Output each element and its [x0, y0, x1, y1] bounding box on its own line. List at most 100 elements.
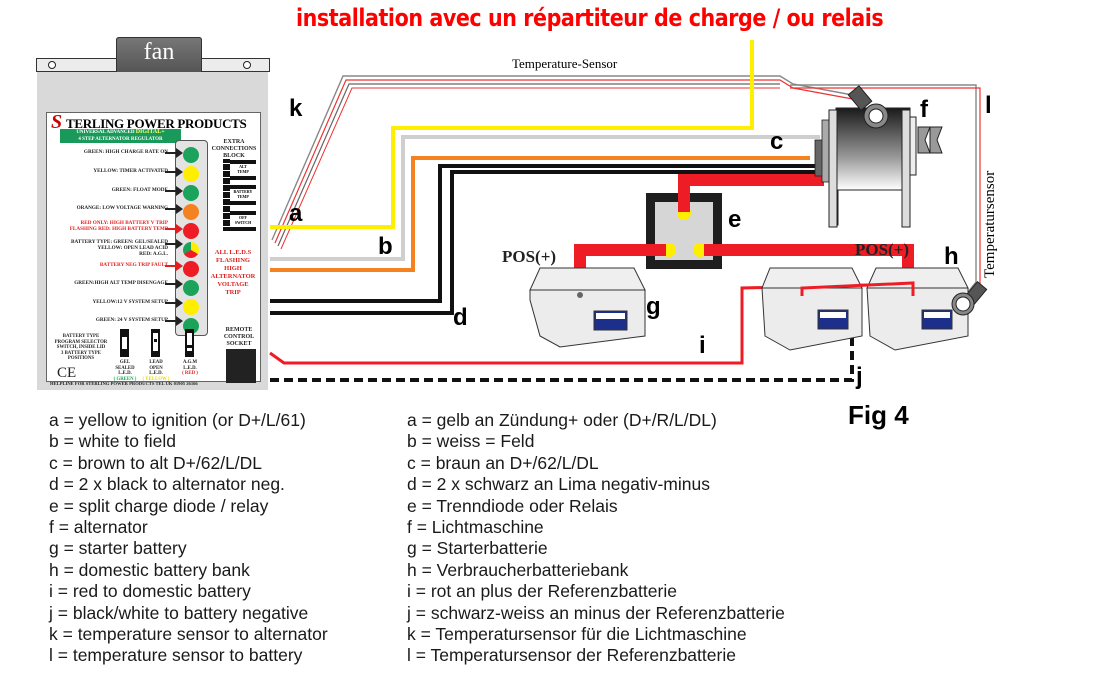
- legend-item: f = Lichtmaschine: [407, 517, 544, 538]
- label-j: j: [856, 363, 863, 390]
- led-label: GREEN: 24 V SYSTEM SETUP: [95, 317, 168, 323]
- wire-a-yellow: [270, 40, 754, 229]
- legend-item: i = red to domestic battery: [49, 581, 251, 602]
- arrow-icon: [165, 298, 183, 308]
- label-k: k: [289, 95, 303, 122]
- terminal-bar: [230, 211, 256, 215]
- arrow-icon: [165, 148, 183, 158]
- pos-label-starter: POS(+): [502, 247, 557, 266]
- figure-label: Fig 4: [848, 400, 909, 430]
- label-i: i: [699, 332, 706, 359]
- arrow-icon: [165, 239, 183, 249]
- led-label: BATTERY NEG TRIP FAULT: [99, 262, 168, 268]
- switch-label-agm: A.G.M L.E.D.( RED ): [182, 360, 198, 376]
- legend-item: j = schwarz-weiss an minus der Referenzb…: [407, 602, 785, 623]
- legend-item: j = black/white to battery negative: [49, 602, 309, 623]
- domestic-battery-2: [866, 267, 969, 351]
- label-l: l: [985, 92, 992, 119]
- terminal-strip: [223, 159, 230, 231]
- legend-item: a = gelb an Zündung+ oder (D+/R/L/DL): [407, 410, 717, 430]
- battery-type-description: BATTERY TYPE PROGRAM SELECTOR SWITCH, IN…: [54, 334, 108, 361]
- pos-label-domestic: POS(+): [855, 240, 910, 259]
- temperature-sensor-label: Temperature-Sensor: [512, 56, 618, 71]
- regulator-faceplate: S TERLING POWER PRODUCTS UNIVERSAL ADVAN…: [46, 111, 261, 386]
- legend-item: e = Trenndiode oder Relais: [407, 495, 618, 516]
- led-label: YELLOW: TIMER ACTIVATED: [93, 168, 168, 174]
- terminal-bar: [230, 227, 256, 231]
- legend-item: e = split charge diode / relay: [49, 495, 269, 516]
- legend-item: k = Temperatursensor für die Lichtmaschi…: [407, 624, 747, 645]
- legend-item: h = Verbraucherbatteriebank: [407, 559, 629, 580]
- sterling-logo-icon: S: [51, 111, 63, 133]
- page-title: installation avec un répartiteur de char…: [296, 4, 884, 32]
- battery-temp-sensor: [951, 281, 988, 316]
- terminal-label: ALT TEMP: [237, 164, 249, 174]
- legend-item: h = domestic battery bank: [49, 559, 250, 580]
- domestic-battery-1: [761, 267, 863, 351]
- legend-item: g = starter battery: [49, 538, 187, 559]
- legend-item: b = weiss = Feld: [407, 431, 535, 452]
- led-label: RED ONLY: HIGH BATTERY V TRIP FLASHING R…: [69, 220, 168, 232]
- led-label: ORANGE: LOW VOLTAGE WARNING: [76, 205, 168, 211]
- legend-item: l = temperature sensor to battery: [49, 645, 303, 666]
- label-b: b: [378, 233, 393, 260]
- ce-mark: CE: [57, 365, 77, 381]
- legend-german: a = gelb an Zündung+ oder (D+/R/L/DL) b …: [407, 410, 785, 667]
- switch-gel: [120, 329, 129, 357]
- extra-connections-label: EXTRA CONNECTIONS BLOCK: [211, 139, 257, 159]
- legend-item: c = brown to alt D+/62/L/DL: [49, 452, 263, 473]
- arrow-icon: [165, 261, 183, 271]
- terminal-bar: [230, 176, 256, 180]
- label-f: f: [920, 96, 928, 123]
- legend-item: b = white to field: [49, 431, 176, 452]
- label-a: a: [289, 200, 303, 227]
- brand-name: TERLING POWER PRODUCTS: [66, 116, 247, 131]
- led-label: GREEN:HIGH ALT TEMP DISENGAGE: [74, 280, 168, 286]
- terminal-label: OFF SWITCH: [234, 215, 252, 225]
- temperatursensor-label: Temperatursensor: [982, 170, 998, 278]
- split-charge-relay: [646, 193, 722, 269]
- label-c: c: [770, 128, 784, 155]
- legend-english: a = yellow to ignition (or D+/L/61) b = …: [49, 410, 328, 667]
- led-orange-low-voltage: [183, 204, 199, 220]
- starter-battery: [529, 267, 646, 348]
- led-label: YELLOW:12 V SYSTEM SETUP: [92, 299, 168, 305]
- legend-item: k = temperature sensor to alternator: [49, 624, 328, 645]
- fan-cover: fan: [116, 37, 202, 72]
- arrow-icon: [165, 167, 183, 177]
- led-red-high-battery: [183, 223, 199, 239]
- terminal-bar: [230, 185, 256, 189]
- arrow-icon: [165, 224, 183, 234]
- led-green-alt-temp: [183, 280, 199, 296]
- label-h: h: [944, 243, 959, 270]
- legend-item: d = 2 x black to alternator neg.: [49, 474, 285, 495]
- terminal-bar: [230, 160, 256, 164]
- terminal-block: ALT TEMP BATTERY TEMP OFF SWITCH: [223, 159, 256, 231]
- switch-agm: [185, 329, 194, 357]
- remote-control-socket: [226, 349, 256, 383]
- legend-item: a = yellow to ignition (or D+/L/61): [49, 410, 306, 430]
- switch-lead: [151, 329, 160, 357]
- terminal-label: BATTERY TEMP: [233, 189, 253, 199]
- helpline: HELPLINE FOR STERLING POWER PRODUCTS TEL…: [50, 381, 198, 386]
- wire-l-temp-sensor-battery: [790, 84, 981, 293]
- led-label: BATTERY TYPE: GREEN: GEL/SEALED YELLOW: …: [70, 239, 168, 257]
- led-green-float: [183, 185, 199, 201]
- product-badge: UNIVERSAL ADVANCED DIGITAL+ 4 STEP ALTER…: [60, 129, 181, 143]
- arrow-icon: [165, 204, 183, 214]
- label-d: d: [453, 304, 468, 331]
- legend-item: d = 2 x schwarz an Lima negativ-minus: [407, 474, 710, 495]
- switch-label-lead: LEAD OPEN L.E.D.( YELLOW ): [142, 360, 170, 382]
- legend-item: i = rot an plus der Referenzbatterie: [407, 581, 677, 602]
- terminal-bar: [230, 201, 256, 205]
- legend-item: f = alternator: [49, 517, 148, 538]
- led-battery-type: [183, 242, 199, 258]
- wire-b-white: [270, 135, 820, 261]
- arrow-icon: [165, 186, 183, 196]
- wire-domestic-link: [800, 281, 915, 296]
- alternator: [814, 85, 943, 228]
- led-label: GREEN: FLOAT MODE: [111, 187, 168, 193]
- mount-hole: [48, 61, 56, 69]
- legend-item: l = Temperatursensor der Referenzbatteri…: [407, 645, 736, 666]
